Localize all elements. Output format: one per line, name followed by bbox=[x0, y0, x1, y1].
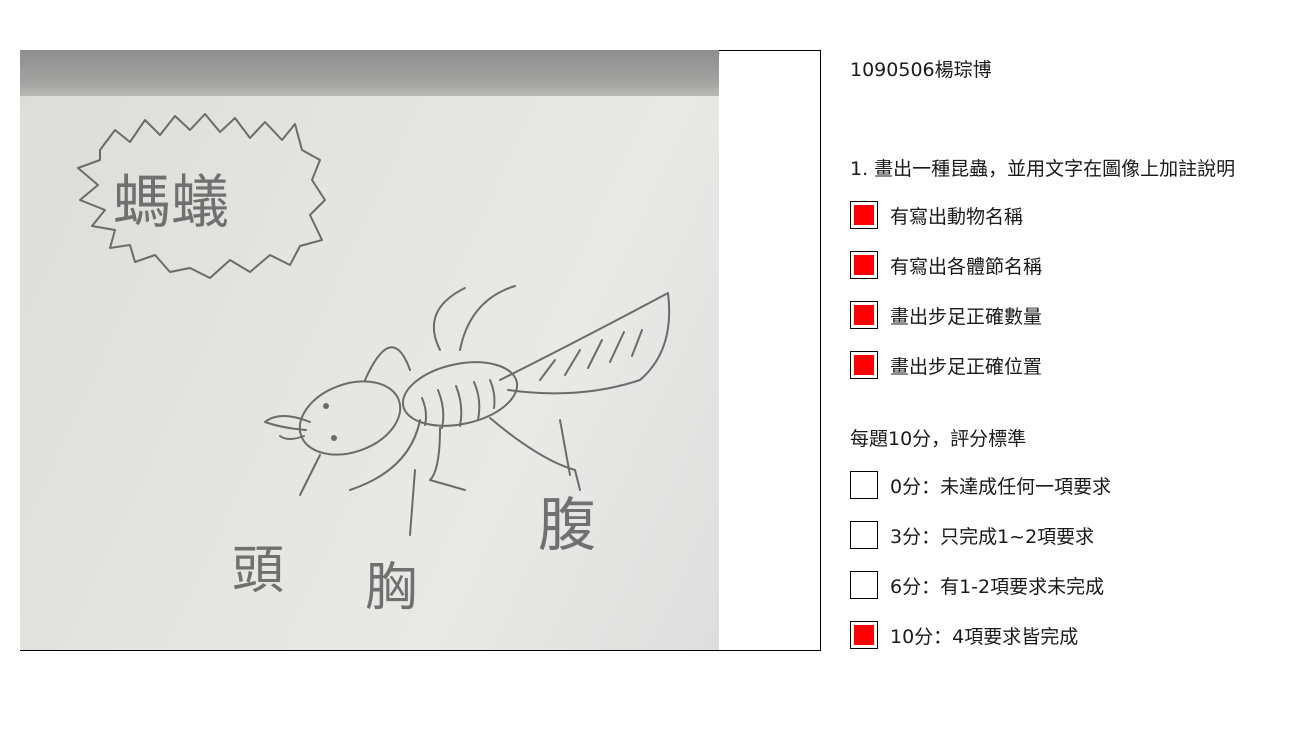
criterion-checkbox[interactable] bbox=[850, 201, 878, 229]
score-checkbox[interactable] bbox=[850, 571, 878, 599]
ant-abdomen bbox=[499, 292, 671, 395]
criterion-label: 畫出步足正確數量 bbox=[890, 305, 1043, 328]
ant-eye bbox=[323, 403, 329, 409]
score-level-label: 10分：4項要求皆完成 bbox=[890, 625, 1079, 648]
score-checkbox[interactable] bbox=[850, 471, 878, 499]
criterion-label: 畫出步足正確位置 bbox=[890, 355, 1043, 378]
photo-shadow-band bbox=[20, 50, 719, 96]
score-level-row: 6分：有1-2項要求未完成 bbox=[850, 570, 1104, 600]
drawing-photo: 螞蟻 頭 胸 腹 bbox=[20, 50, 719, 650]
score-checkbox[interactable] bbox=[850, 621, 878, 649]
score-level-row: 0分：未達成任何一項要求 bbox=[850, 470, 1111, 500]
score-level-label: 3分：只完成1~2項要求 bbox=[890, 525, 1095, 548]
question-text: 1. 畫出一種昆蟲，並用文字在圖像上加註說明 bbox=[850, 158, 1236, 180]
label-thorax: 胸 bbox=[365, 558, 417, 618]
score-level-label: 6分：有1-2項要求未完成 bbox=[890, 575, 1105, 598]
ant-mandible bbox=[264, 415, 311, 431]
criterion-row: 有寫出動物名稱 bbox=[850, 200, 1023, 230]
ant-head bbox=[298, 380, 402, 456]
criterion-row: 畫出步足正確位置 bbox=[850, 350, 1042, 380]
criterion-row: 有寫出各體節名稱 bbox=[850, 250, 1042, 280]
criterion-checkbox[interactable] bbox=[850, 351, 878, 379]
ant-leg bbox=[432, 287, 466, 351]
title-handwriting: 螞蟻 bbox=[113, 168, 229, 236]
criterion-label: 有寫出動物名稱 bbox=[890, 205, 1024, 228]
label-abdomen: 腹 bbox=[538, 491, 596, 559]
label-head: 頭 bbox=[232, 541, 284, 601]
criterion-row: 畫出步足正確數量 bbox=[850, 300, 1042, 330]
title-bubble-outline bbox=[77, 113, 326, 279]
ant-thorax bbox=[401, 361, 519, 427]
score-level-row: 3分：只完成1~2項要求 bbox=[850, 520, 1094, 550]
scoring-title: 每題10分，評分標準 bbox=[850, 428, 1027, 450]
score-level-row: 10分：4項要求皆完成 bbox=[850, 620, 1078, 650]
ant-antenna bbox=[364, 346, 411, 381]
criterion-label: 有寫出各體節名稱 bbox=[890, 255, 1043, 278]
student-id-name: 1090506楊琮博 bbox=[850, 59, 992, 81]
score-checkbox[interactable] bbox=[850, 521, 878, 549]
ant-drawing: 螞蟻 頭 胸 腹 bbox=[77, 113, 671, 618]
criterion-checkbox[interactable] bbox=[850, 301, 878, 329]
criterion-checkbox[interactable] bbox=[850, 251, 878, 279]
score-level-label: 0分：未達成任何一項要求 bbox=[890, 475, 1112, 498]
